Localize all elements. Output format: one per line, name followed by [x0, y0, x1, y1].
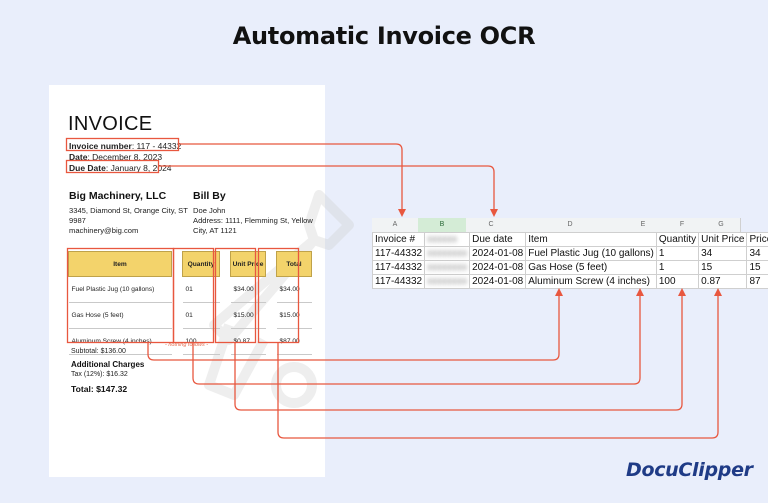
highlight-due-date [65, 159, 160, 174]
cell-unit-price: $0.87 [230, 328, 266, 355]
invoice-heading: INVOICE [68, 113, 153, 135]
subtotal: Subtotal: $136.00 [71, 348, 126, 355]
invoice-number-line: Invoice number: 117 - 44332 [69, 141, 182, 151]
arrow-total [277, 288, 722, 439]
sheet-cell[interactable]: 2024-01-08 [469, 274, 527, 289]
sheet-cell-redacted[interactable]: xxxxxxxx [424, 274, 471, 289]
column-letter-g[interactable]: G [702, 218, 741, 232]
buyer-details: Doe John Address: 1111, Flemming St, Yel… [193, 206, 313, 235]
table-header-unit-price: Unit Price [230, 251, 266, 277]
cell-unit-price: $15.00 [230, 302, 266, 329]
highlight-item-column [66, 247, 175, 344]
arrow-due-date [158, 165, 498, 217]
cell-item: Aluminum Screw (4 inches) [68, 328, 172, 355]
sheet-header-row: Invoice # xxxxxx Due date Item Quantity … [371, 232, 768, 247]
table-row: Fuel Plastic Jug (10 gallons) 01 $34.00 … [68, 276, 312, 303]
wrench-watermark-icon [204, 190, 354, 408]
cell-unit-price: $34.00 [230, 276, 266, 303]
seller-address: 3345, Diamond St, Orange City, ST 9987 m… [69, 206, 188, 235]
arrow-item [147, 288, 563, 361]
cell-total: $34.00 [276, 276, 312, 303]
nothing-follows-note: - nothing follows - [165, 342, 209, 348]
sheet-cell[interactable]: 87 [746, 274, 768, 289]
highlight-unit-price-column [214, 247, 257, 344]
sheet-cell[interactable]: 0.87 [698, 274, 748, 289]
table-header-item: Item [68, 251, 172, 277]
invoice-due-date-line: Due Date: January 8, 2024 [69, 163, 172, 173]
highlight-total-column [257, 247, 300, 344]
table-header-total: Total [276, 251, 312, 277]
additional-charges-label: Additional Charges [71, 360, 145, 369]
tax-line: Tax (12%): $16.32 [71, 371, 128, 378]
page-title: Automatic Invoice OCR [232, 22, 536, 50]
cell-item: Gas Hose (5 feet) [68, 302, 172, 329]
highlight-quantity-column [172, 247, 215, 344]
table-row: Aluminum Screw (4 inches) 100 $0.87 $87.… [68, 328, 312, 355]
spreadsheet-grid: Invoice # xxxxxx Due date Item Quantity … [371, 232, 768, 289]
arrow-quantity [192, 288, 644, 385]
highlight-invoice-number [65, 137, 180, 152]
invoice-date-line: Date: December 8, 2023 [69, 152, 163, 162]
table-row: 117-44332 xxxxxxxx 2024-01-08 Aluminum S… [371, 274, 768, 289]
cell-total: $15.00 [276, 302, 312, 329]
seller-name: Big Machinery, LLC [69, 190, 167, 202]
sheet-cell[interactable]: 117-44332 [371, 274, 426, 289]
bill-by-label: Bill By [193, 190, 226, 202]
arrow-invoice-number [178, 143, 406, 217]
docuclipper-logo: DocuClipper [626, 459, 753, 481]
arrow-unit-price [234, 288, 686, 411]
cell-item: Fuel Plastic Jug (10 gallons) [68, 276, 172, 303]
total: Total: $147.32 [71, 384, 128, 394]
cell-total: $87.00 [276, 328, 312, 355]
